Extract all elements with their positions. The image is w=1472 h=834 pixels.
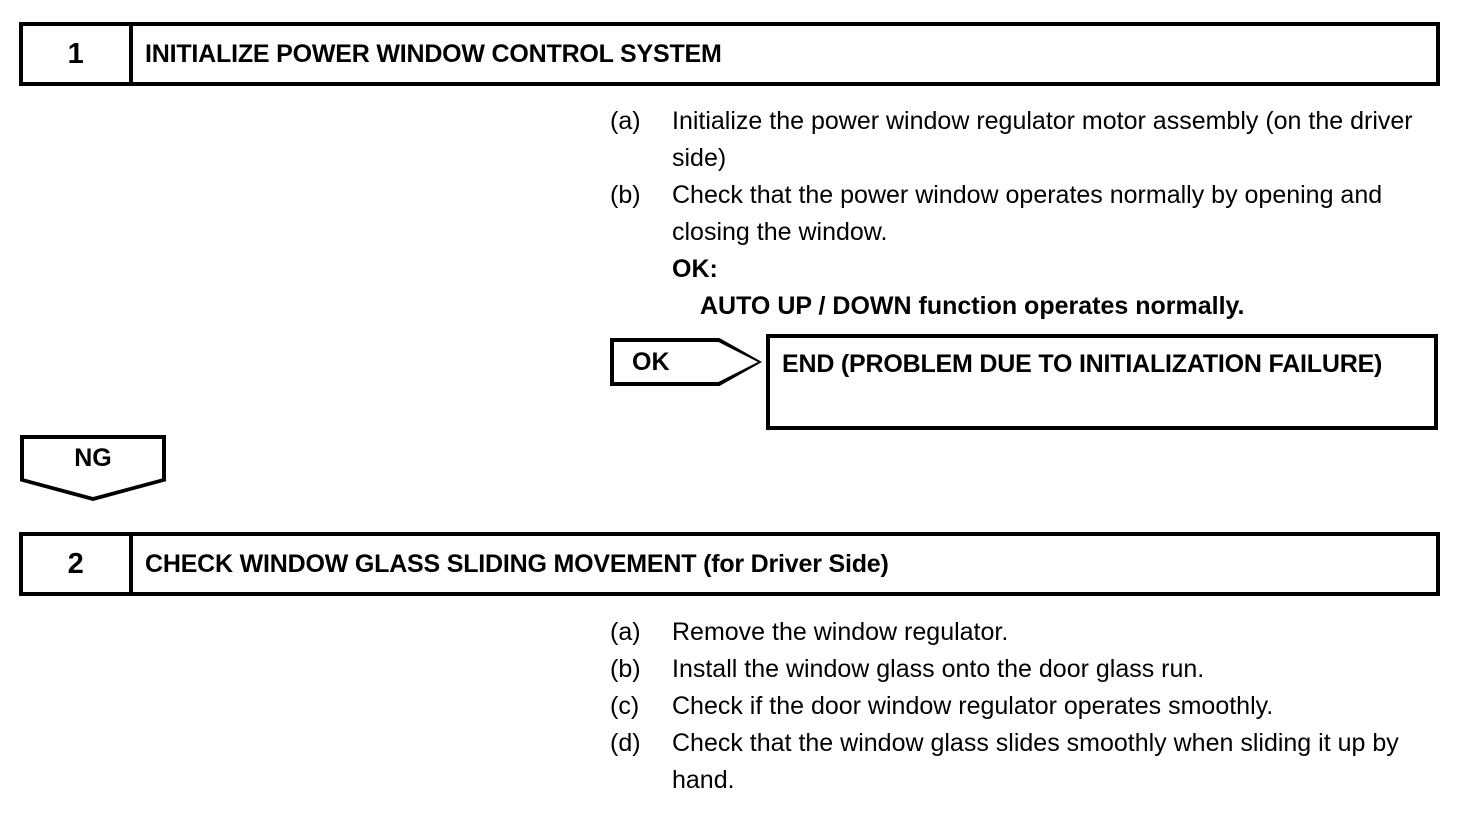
step-1-ng-branch-label: NG <box>74 444 112 472</box>
step-1-item-a-text: Initialize the power window regulator mo… <box>672 107 1413 172</box>
step-2-item-a-text: Remove the window regulator. <box>672 618 1009 646</box>
step-1-result-box: END (PROBLEM DUE TO INITIALIZATION FAILU… <box>766 334 1438 430</box>
list-item: (b) Install the window glass onto the do… <box>610 651 1438 688</box>
step-1-number: 1 <box>23 26 133 82</box>
step-2-header: 2 CHECK WINDOW GLASS SLIDING MOVEMENT (f… <box>19 532 1440 596</box>
step-2-number: 2 <box>23 536 133 592</box>
step-2-item-d-text: Check that the window glass slides smoot… <box>672 729 1399 794</box>
step-1-item-b-text: Check that the power window operates nor… <box>672 181 1383 246</box>
list-item: (d) Check that the window glass slides s… <box>610 725 1438 799</box>
step-1-procedure-list: (a) Initialize the power window regulato… <box>610 103 1438 325</box>
list-item: (c) Check if the door window regulator o… <box>610 688 1438 725</box>
step-1-criteria-text: AUTO UP / DOWN function operates normall… <box>700 292 1245 320</box>
step-2-item-a-label: (a) <box>610 618 641 646</box>
step-1-ng-branch-tag: NG <box>20 435 166 501</box>
step-2-item-c-text: Check if the door window regulator opera… <box>672 692 1274 720</box>
step-1-criteria-label: OK: <box>672 255 718 283</box>
step-1-ok-branch-tag: OK <box>610 338 762 386</box>
step-2-title: CHECK WINDOW GLASS SLIDING MOVEMENT (for… <box>145 549 889 578</box>
step-1-result-text: END (PROBLEM DUE TO INITIALIZATION FAILU… <box>782 350 1383 378</box>
step-1-item-a-label: (a) <box>610 107 641 135</box>
step-1-ok-branch-label: OK <box>632 347 670 376</box>
step-2-procedure-list: (a) Remove the window regulator. (b) Ins… <box>610 614 1438 799</box>
list-item: (b) Check that the power window operates… <box>610 177 1438 251</box>
step-2-item-c-label: (c) <box>610 692 640 720</box>
step-1-title: INITIALIZE POWER WINDOW CONTROL SYSTEM <box>145 39 722 68</box>
step-2-item-b-label: (b) <box>610 655 641 683</box>
step-1-item-b-label: (b) <box>610 181 641 209</box>
step-1-header: 1 INITIALIZE POWER WINDOW CONTROL SYSTEM <box>19 22 1440 86</box>
list-item: (a) Initialize the power window regulato… <box>610 103 1438 177</box>
step-2-item-d-label: (d) <box>610 729 641 757</box>
list-item: (a) Remove the window regulator. <box>610 614 1438 651</box>
step-2-item-b-text: Install the window glass onto the door g… <box>672 655 1205 683</box>
